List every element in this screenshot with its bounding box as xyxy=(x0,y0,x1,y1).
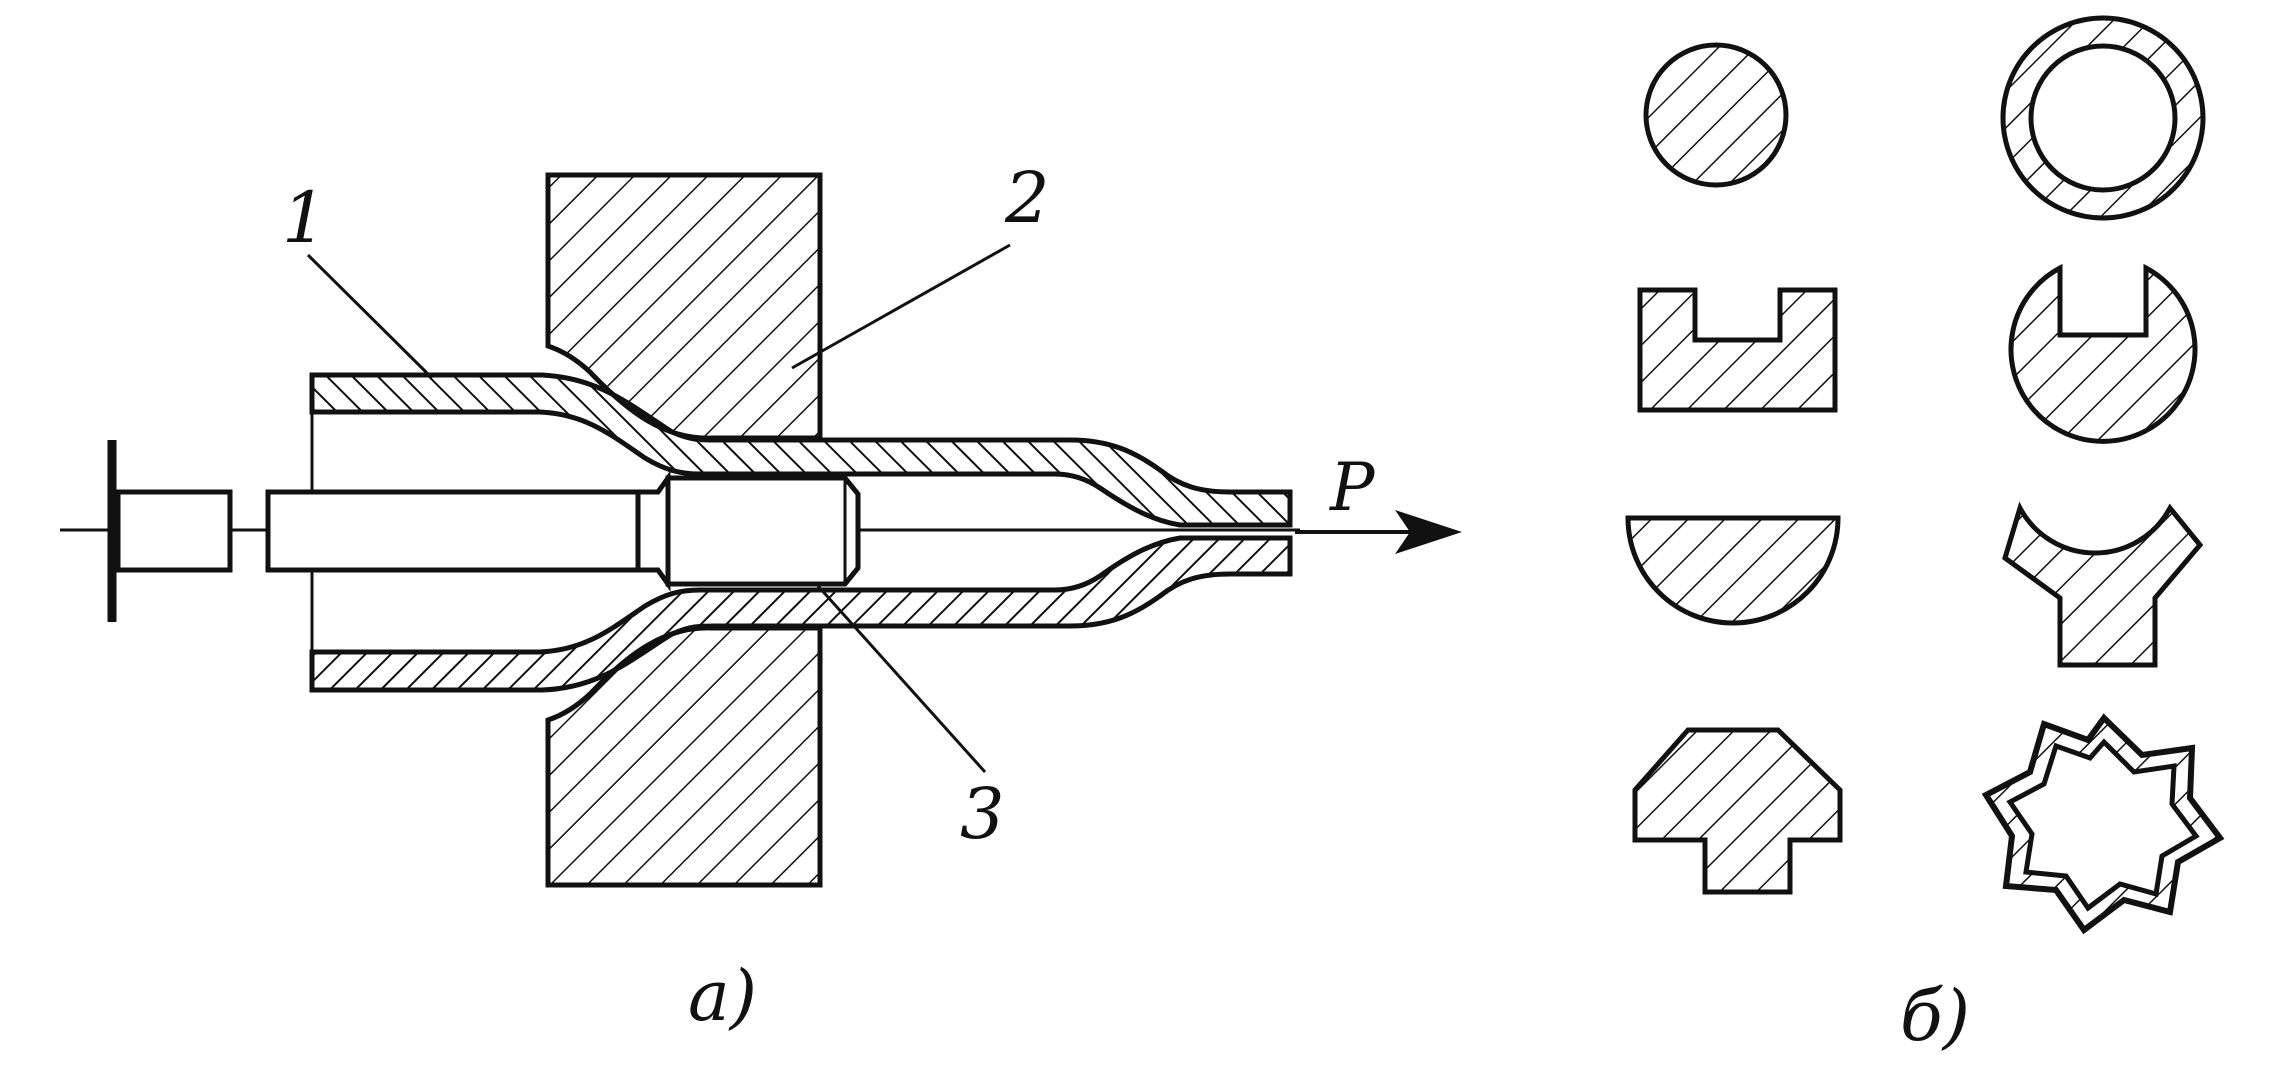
mandrel-taper xyxy=(635,470,671,592)
profile-y-shape xyxy=(2002,501,2204,668)
profile-star-tube xyxy=(1981,713,2225,935)
rod-stub xyxy=(115,489,233,573)
profile-channel xyxy=(1637,287,1838,413)
figure-a: 1 2 3 P а) xyxy=(60,157,1462,1037)
tube-wall-lower xyxy=(309,535,1293,693)
caption-b: б) xyxy=(1900,975,1970,1057)
mandrel-rod xyxy=(265,489,641,573)
figure-b-profiles: б) xyxy=(1625,15,2225,1057)
tube-wall-upper xyxy=(309,372,1293,528)
label-3: 3 xyxy=(960,773,1005,855)
caption-a: а) xyxy=(688,955,757,1037)
profile-round-tube xyxy=(2000,15,2206,221)
label-1: 1 xyxy=(282,177,327,259)
label-2: 2 xyxy=(1004,157,1050,239)
mandrel-plug xyxy=(665,475,861,587)
pull-arrow xyxy=(1295,510,1462,554)
label-p: P xyxy=(1329,449,1376,526)
profile-solid-round xyxy=(1643,42,1789,188)
leader-2 xyxy=(791,243,1011,370)
leader-1 xyxy=(306,253,434,380)
profile-round-slot xyxy=(2008,263,2198,444)
leader-3 xyxy=(816,584,987,774)
profile-half-round xyxy=(1625,515,1841,626)
profile-t-bar xyxy=(1632,727,1843,895)
